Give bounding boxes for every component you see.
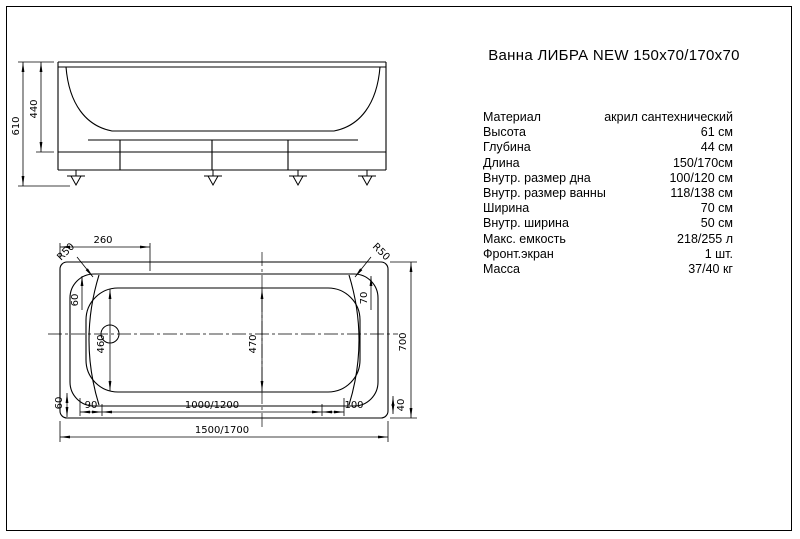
spec-row: Внутр. размер дна 100/120 см [483, 171, 733, 186]
spec-row: Внутр. ширина 50 см [483, 216, 733, 231]
side-view [57, 61, 387, 187]
dim-overall-width: 700 [398, 332, 409, 351]
dim-corner-radius-right: R50 [370, 241, 392, 263]
dim-overall-height: 610 [11, 116, 22, 135]
spec-label: Внутр. ширина [483, 216, 569, 231]
spec-value: 70 см [700, 201, 733, 216]
spec-row: Фронт.экран 1 шт. [483, 247, 733, 262]
spec-row: Ширина 70 см [483, 201, 733, 216]
tub-outer-rim [59, 261, 389, 419]
spec-row: Макс. емкость 218/255 л [483, 232, 733, 247]
spec-row: Внутр. размер ванны 118/138 см [483, 186, 733, 201]
tub-opening [69, 273, 379, 407]
spec-value: 44 см [700, 140, 733, 155]
dim-bottom-width-center: 470 [248, 334, 259, 353]
dim-depth: 440 [29, 99, 40, 118]
top-view-dimensions: 260 R50 R50 60 70 460 470 700 60 [54, 235, 417, 442]
spec-label: Высота [483, 125, 526, 140]
sheet-border [6, 6, 792, 531]
spec-value: 150/170см [672, 155, 733, 170]
dim-bottom-width-drain: 460 [96, 334, 107, 353]
spec-row: Материал акрил сантехнический [483, 110, 733, 125]
dim-rim-right: 70 [359, 292, 370, 305]
adjustable-feet [67, 170, 376, 187]
dim-backrest-length: 260 [93, 235, 112, 246]
basin-profile [65, 66, 381, 132]
spec-label: Внутр. размер дна [483, 170, 591, 185]
spec-value: 61 см [700, 125, 733, 140]
top-view [59, 261, 389, 419]
dim-bottom-left: 60 [54, 397, 65, 410]
dim-corner-radius-left: R50 [55, 241, 77, 263]
dim-overall-length: 1500/1700 [195, 425, 249, 436]
spec-value: 37/40 кг [688, 262, 733, 277]
tub-bottom-flat [85, 287, 361, 393]
spec-value: 218/255 л [677, 231, 733, 246]
spec-label: Ширина [483, 201, 530, 216]
spec-label: Длина [483, 155, 520, 170]
spec-row: Масса 37/40 кг [483, 262, 733, 277]
dim-rim-left: 60 [70, 294, 81, 307]
spec-value: 118/138 см [670, 186, 733, 201]
spec-label: Внутр. размер ванны [483, 186, 606, 201]
dim-slope-right: 100 [344, 400, 363, 411]
drawing-title: Ванна ЛИБРА NEW 150х70/170х70 [488, 47, 740, 64]
spec-value: акрил сантехнический [604, 110, 733, 124]
spec-label: Материал [483, 110, 541, 124]
spec-value: 1 шт. [704, 246, 733, 261]
spec-value: 50 см [700, 216, 733, 231]
spec-table: Материал акрил сантехнический Высота 61 … [483, 110, 733, 277]
spec-label: Глубина [483, 140, 531, 155]
spec-row: Высота 61 см [483, 125, 733, 140]
spec-row: Длина 150/170см [483, 156, 733, 171]
radius-leader-right [354, 256, 372, 278]
backrest-slope-left [88, 274, 100, 406]
dim-corner-offset: 40 [396, 399, 407, 412]
dim-bottom-length: 1000/1200 [185, 400, 239, 411]
spec-label: Масса [483, 262, 520, 277]
spec-value: 100/120 см [669, 170, 733, 185]
slope-right [348, 274, 360, 406]
side-view-dimensions: 610 440 [11, 61, 70, 187]
dim-slope-left: 90 [85, 400, 98, 411]
spec-label: Макс. емкость [483, 231, 566, 246]
radius-leader-left [76, 256, 94, 278]
spec-row: Глубина 44 см [483, 140, 733, 155]
spec-label: Фронт.экран [483, 246, 554, 261]
